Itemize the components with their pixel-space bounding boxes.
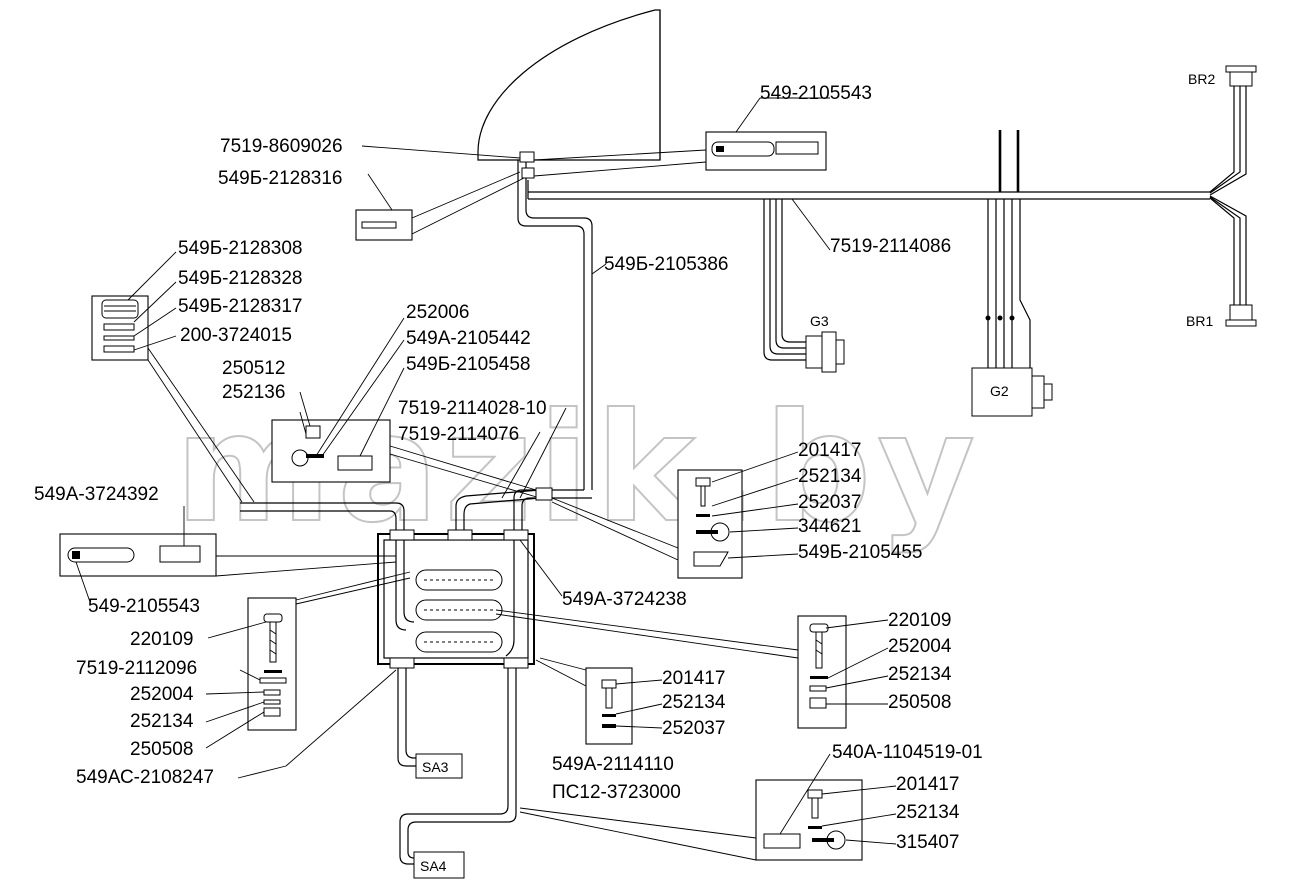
label-200-3724015: 200-3724015	[180, 325, 292, 346]
label-549b-2105386: 549Б-2105386	[604, 254, 728, 275]
br1-connector: BR1	[1186, 304, 1257, 329]
g3-label: G3	[810, 313, 829, 329]
label-549a-2114110: 549А-2114110	[552, 754, 674, 775]
callout-left-upper: 549Б-2128308 549Б-2128328 549Б-2128317 2…	[91, 238, 302, 503]
label-252134-b: 252134	[896, 802, 960, 823]
callout-left-lower: 220109 7519-2112096 252004 252134 250508…	[76, 571, 411, 788]
label-549a-2105442: 549А-2105442	[406, 328, 531, 349]
callout-bottom-right: 540А-1104519-01 201417 252134 315407	[519, 742, 983, 861]
label-252134-r1: 252134	[798, 466, 862, 487]
br1-label: BR1	[1186, 313, 1213, 329]
label-pc12-3723000: ПС12-3723000	[552, 782, 681, 803]
watermark: mazik.by	[175, 382, 981, 556]
label-549b-2105458: 549Б-2105458	[406, 354, 530, 375]
harness-to-control-box	[240, 487, 592, 540]
callout-right-2: 220109 252004 252134 250508	[495, 609, 952, 729]
label-252037-m: 252037	[662, 718, 725, 739]
label-250508-l: 250508	[130, 739, 193, 760]
label-344621: 344621	[798, 516, 861, 537]
label-252037-r1: 252037	[798, 492, 861, 513]
label-549b-2105455: 549Б-2105455	[798, 542, 922, 563]
callout-left-tie: 549А-3724392 549-2105543	[34, 484, 397, 617]
sa3-label: SA3	[422, 759, 449, 775]
sa4-label: SA4	[420, 858, 447, 874]
callout-right-1: 201417 252134 252037 344621 549Б-2105455	[551, 440, 922, 579]
callout-middle-lower: 201417 252134 252037 549А-2114110 ПС12-3…	[535, 657, 726, 803]
label-315407: 315407	[896, 832, 959, 853]
connector-plug-3	[415, 631, 503, 653]
label-252134-l: 252134	[130, 711, 194, 732]
label-252006: 252006	[406, 302, 469, 323]
label-549a-3724238: 549А-3724238	[562, 589, 687, 610]
label-250512: 250512	[222, 358, 285, 379]
sa-branches: SA3 SA4	[397, 668, 517, 879]
label-252004-r2: 252004	[888, 636, 952, 657]
g3-branch: G3	[763, 199, 845, 373]
g2-label: G2	[990, 383, 1009, 399]
label-7519-2112096: 7519-2112096	[76, 658, 197, 679]
label-549a-3724392: 549А-3724392	[34, 484, 159, 505]
br2-label: BR2	[1188, 71, 1215, 87]
label-220109-l: 220109	[130, 629, 193, 650]
label-250508-r2: 250508	[888, 692, 951, 713]
label-220109-r2: 220109	[888, 610, 951, 631]
label-252134-m: 252134	[662, 692, 726, 713]
connector-plug-2	[415, 599, 503, 621]
br2-connector: BR2	[1188, 65, 1257, 87]
connector-plug-1	[415, 569, 503, 591]
label-252136: 252136	[222, 382, 285, 403]
label-549b-2128328: 549Б-2128328	[178, 268, 302, 289]
g2-branch: G2	[971, 130, 1053, 417]
callout-549b-2128316: 549Б-2128316	[218, 168, 525, 241]
label-7519-8609026: 7519-8609026	[220, 136, 343, 157]
label-7519-2114076: 7519-2114076	[398, 424, 519, 445]
label-252134-r2: 252134	[888, 664, 952, 685]
tie-callout-top: 549-2105543	[533, 83, 872, 177]
main-harness	[517, 85, 1247, 490]
cab-clamp	[519, 151, 535, 179]
cab-outline	[477, 9, 661, 161]
label-201417-r1: 201417	[798, 440, 861, 461]
label-7519-2114028-10: 7519-2114028-10	[398, 398, 547, 419]
label-540a-1104519-01: 540А-1104519-01	[832, 742, 983, 763]
label-549b-2128316: 549Б-2128316	[218, 168, 342, 189]
label-549ac-2108247: 549АС-2108247	[76, 767, 214, 788]
label-549-2105543-left: 549-2105543	[88, 596, 200, 617]
label-252004-l: 252004	[130, 684, 194, 705]
label-7519-2114086: 7519-2114086	[830, 236, 951, 257]
label-201417-m: 201417	[662, 668, 725, 689]
label-201417-b: 201417	[896, 774, 959, 795]
label-549b-2128308: 549Б-2128308	[178, 238, 302, 259]
label-549b-2128317: 549Б-2128317	[178, 296, 302, 317]
callout-clamp-group: 252006 549А-2105442 549Б-2105458 250512 …	[222, 302, 541, 499]
label-549-2105543-top: 549-2105543	[760, 83, 872, 104]
